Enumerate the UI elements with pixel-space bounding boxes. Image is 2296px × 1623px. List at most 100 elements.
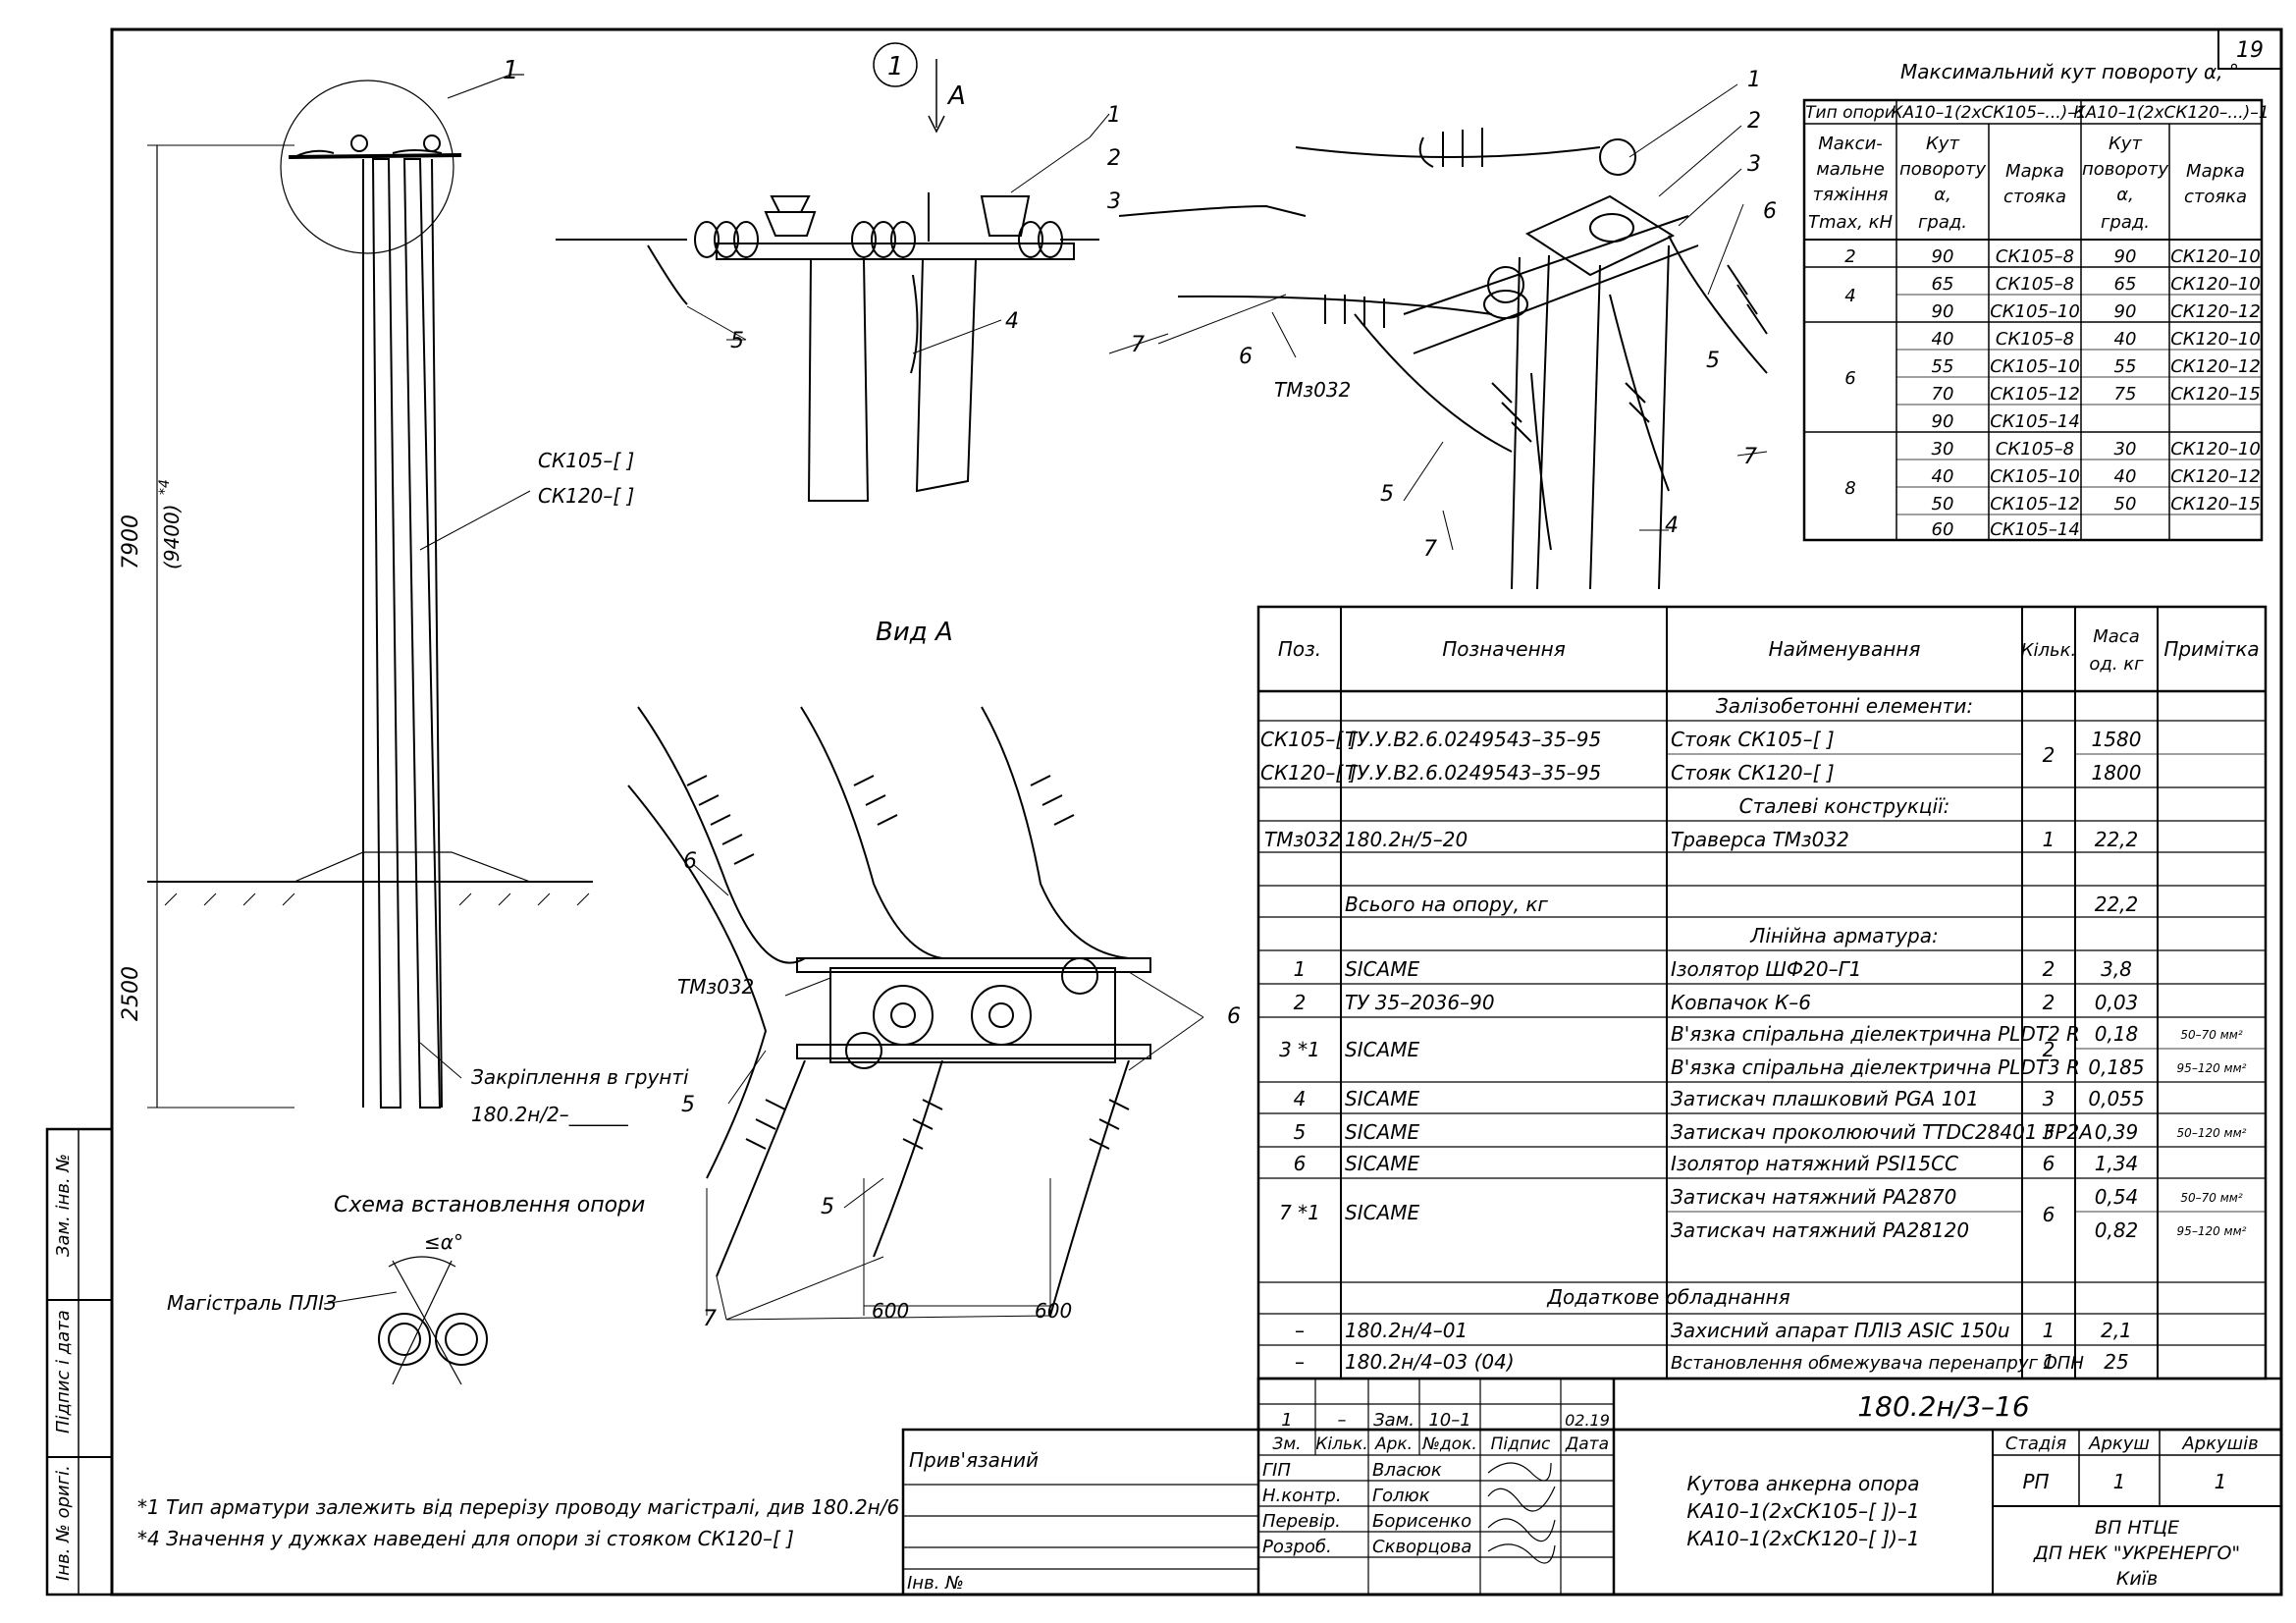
angle-col-angle2-3: α, bbox=[2116, 185, 2134, 205]
name-line-2: КА10–1(2хСК105–[ ])–1 bbox=[1686, 1499, 1919, 1523]
spec-cell: СК105–[ ] bbox=[1260, 728, 1357, 751]
person-norm: Голюк bbox=[1372, 1486, 1430, 1506]
change-row-cell: Зам. bbox=[1373, 1410, 1415, 1431]
callout-iso-7b: 7 bbox=[1743, 445, 1757, 469]
spec-cell: Затискач плашковий PGA 101 bbox=[1671, 1087, 1979, 1110]
angle-cell: СК120–12 bbox=[2170, 466, 2261, 487]
angle-col-brand1-2: стояка bbox=[2003, 187, 2066, 207]
callout-iso-6b: 6 bbox=[1239, 345, 1253, 369]
angle-cell: СК105–8 bbox=[1996, 274, 2074, 295]
angle-cell: 70 bbox=[1932, 384, 1954, 405]
spec-cell: 2 bbox=[2043, 991, 2056, 1014]
spec-cell: 6 bbox=[1294, 1152, 1307, 1175]
spec-table: Поз. Позначення Найменування Кільк. Маса… bbox=[1256, 605, 2268, 1380]
spec-cell: 1 bbox=[1294, 957, 1307, 981]
angle-col-type: Тип опори bbox=[1805, 103, 1896, 123]
angle-row-tension: 4 bbox=[1844, 286, 1855, 306]
pole-elevation: 1 7900 (9400) *4 2500 СК105–[ ] СК120–[ … bbox=[119, 56, 689, 1126]
spec-cell: SICAME bbox=[1345, 1087, 1419, 1110]
angle-cell: СК120–10 bbox=[2170, 246, 2261, 267]
spec-cell: Траверса ТМз032 bbox=[1671, 828, 1849, 851]
spec-cell: 0,03 bbox=[2095, 991, 2139, 1014]
angle-cell: 55 bbox=[1932, 356, 1954, 377]
iso-traverse-label: ТМз032 bbox=[1274, 378, 1351, 402]
angle-col-tension-2: мальне bbox=[1816, 159, 1885, 180]
pole-mark-1: СК105–[ ] bbox=[538, 449, 634, 472]
spec-cell: 0,82 bbox=[2095, 1218, 2139, 1242]
spec-cell: 3 bbox=[2043, 1087, 2056, 1110]
callout-iso-7: 7 bbox=[1131, 333, 1145, 357]
spec-cell: 2 bbox=[2043, 957, 2056, 981]
callout-top-5: 5 bbox=[730, 329, 744, 353]
spec-cell: 6 bbox=[2043, 1152, 2056, 1175]
angle-cell: СК105–8 bbox=[1996, 329, 2074, 350]
angle-cell: 90 bbox=[1932, 411, 1954, 432]
spec-cell: 4 bbox=[1294, 1087, 1307, 1110]
angle-col-angle1-1: Кут bbox=[1926, 134, 1959, 154]
change-header: Дата bbox=[1565, 1434, 1609, 1454]
angle-cell: 90 bbox=[2114, 246, 2137, 267]
spec-cell: Захисний апарат ПЛІЗ ASIC 150u bbox=[1671, 1319, 2010, 1342]
org-line-3: Київ bbox=[2116, 1568, 2158, 1590]
angle-cell: СК105–10 bbox=[1990, 301, 2080, 322]
spec-cell: Затискач проколюючий TTDC28401 FP2A bbox=[1671, 1120, 2093, 1144]
org-line-1: ВП НТЦЕ bbox=[2095, 1517, 2179, 1539]
spec-cell: В'язка спіральна діелектрична PLDT3 R bbox=[1671, 1055, 2080, 1079]
spec-cell: Стояк СК120–[ ] bbox=[1671, 761, 1835, 784]
scheme-title: Схема встановлення опори bbox=[334, 1193, 645, 1217]
angle-cell: 75 bbox=[2114, 384, 2137, 405]
spec-cell: SICAME bbox=[1345, 1201, 1419, 1224]
change-header: №док. bbox=[1421, 1434, 1477, 1454]
callout-iso-1: 1 bbox=[1747, 68, 1761, 92]
dim-height-ground: 2500 bbox=[119, 966, 143, 1021]
installation-scheme: Схема встановлення опори ≤α° Магістраль … bbox=[167, 1193, 645, 1385]
callout-viewa-7: 7 bbox=[703, 1307, 717, 1331]
role-norm: Н.контр. bbox=[1262, 1486, 1342, 1506]
dim-spacing-left: 600 bbox=[872, 1299, 909, 1323]
spec-head-name: Найменування bbox=[1769, 637, 1921, 661]
angle-row-tension: 8 bbox=[1844, 478, 1855, 499]
angle-row-tension: 2 bbox=[1844, 246, 1855, 267]
callout-circle-1: 1 bbox=[503, 56, 519, 85]
angle-cell: СК105–8 bbox=[1996, 246, 2074, 267]
angle-cell: 40 bbox=[2114, 329, 2137, 350]
angle-cell: 30 bbox=[1932, 439, 1954, 460]
spec-cell: 2 bbox=[2043, 1038, 2056, 1061]
spec-cell: СК120–[ ] bbox=[1260, 761, 1357, 784]
sheet-value: 1 bbox=[2113, 1470, 2126, 1493]
top-view: 1 А 1 2 3 bbox=[556, 42, 1121, 647]
page-number: 19 bbox=[2236, 38, 2264, 63]
angle-cell: 90 bbox=[1932, 301, 1954, 322]
callout-iso-3: 3 bbox=[1747, 152, 1761, 177]
signatures bbox=[1487, 1462, 1556, 1564]
role-check: Перевір. bbox=[1262, 1511, 1341, 1532]
angle-table-rows: 2 4 6 8 90 СК105–8 90 СК120–10 65 СК105–… bbox=[1844, 246, 2261, 540]
callout-iso-4: 4 bbox=[1665, 514, 1679, 538]
spec-head-mass-1: Маса bbox=[2093, 626, 2140, 647]
bound-label: Прив'язаний bbox=[909, 1448, 1039, 1472]
side-stamp: Інв. № оригі. Підпис і дата Зам. інв. № bbox=[45, 1127, 114, 1596]
title-block: 180.2н/3–16 1 – Зам. 10–1 02.19 Зм. Кіль… bbox=[901, 1377, 2283, 1596]
angle-col-brand2-2: стояка bbox=[2184, 187, 2247, 207]
spec-cell: 180.2н/5–20 bbox=[1345, 828, 1468, 851]
sheet-header: Аркуш bbox=[2088, 1434, 2150, 1454]
angle-col-group1: КА10–1(2хСК105–...)–1 bbox=[1891, 103, 2086, 123]
spec-section-steel: Сталеві конструкції: bbox=[1739, 794, 1950, 818]
spec-rows: СК105–[ ] ТУ.У.В2.6.0249543–35–95 Стояк … bbox=[1260, 728, 2247, 1374]
callout-viewa-6b: 6 bbox=[1227, 1004, 1241, 1029]
scheme-angle-label: ≤α° bbox=[424, 1230, 463, 1254]
dim-height-alt: (9400) bbox=[160, 504, 184, 569]
note-2: *4 Значення у дужках наведені для опори … bbox=[137, 1527, 794, 1550]
spec-cell: SICAME bbox=[1345, 1152, 1419, 1175]
spec-cell: ТУ.У.В2.6.0249543–35–95 bbox=[1345, 728, 1601, 751]
spec-cell: 180.2н/4–03 (04) bbox=[1345, 1350, 1515, 1374]
view-marker: 1 bbox=[887, 52, 904, 81]
change-row-cell: 1 bbox=[1281, 1410, 1292, 1431]
spec-cell: 1800 bbox=[2092, 761, 2142, 784]
change-row-cell: – bbox=[1338, 1410, 1347, 1431]
angle-col-angle2-1: Кут bbox=[2109, 134, 2142, 154]
spec-cell: ТУ.У.В2.6.0249543–35–95 bbox=[1345, 761, 1601, 784]
anchor-label: Закріплення в грунті bbox=[471, 1065, 689, 1089]
inv-label: Інв. № bbox=[907, 1573, 964, 1594]
